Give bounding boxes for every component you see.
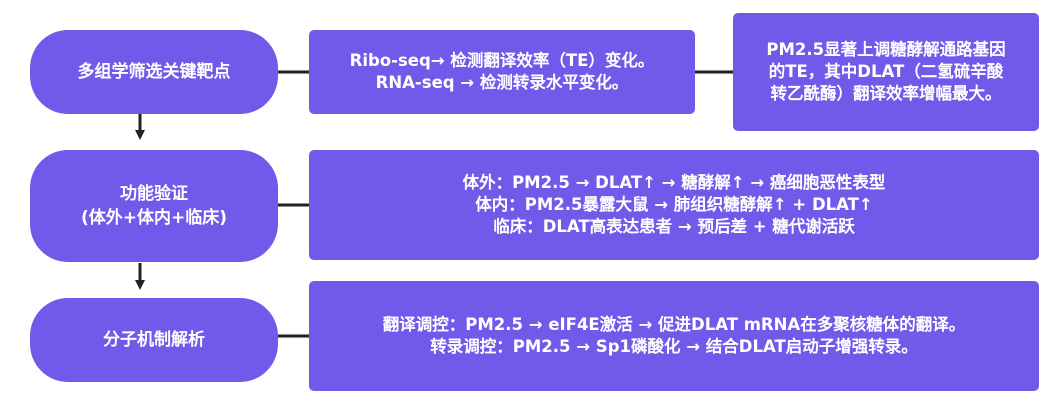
detail-line: RNA-seq → 检测转录水平变化。 [375, 73, 629, 92]
step-label-line: (体外+体内+临床) [80, 208, 228, 228]
detail-line: Ribo-seq→ 检测翻译效率（TE）变化。 [349, 51, 655, 70]
step-label-line: 功能验证 [120, 184, 188, 204]
step-multiomics-screening: 多组学筛选关键靶点 [30, 30, 278, 114]
step-label-line: 多组学筛选关键靶点 [77, 62, 231, 82]
step-functional-validation: 功能验证 (体外+体内+临床) [30, 150, 278, 262]
result-line: PM2.5显著上调糖酵解通路基因 [766, 40, 1006, 59]
detail-line: 体外：PM2.5 → DLAT↑ → 糖酵解↑ → 癌细胞恶性表型 [462, 173, 886, 192]
detail-line: 临床：DLAT高表达患者 → 预后差 + 糖代谢活跃 [493, 217, 855, 236]
result-line: 转乙酰酶）翻译效率增幅最大。 [770, 84, 1002, 103]
detail-regulation-mechanisms: 翻译调控：PM2.5 → eIF4E激活 → 促进DLAT mRNA在多聚核糖体… [309, 281, 1039, 391]
detail-validation-evidence: 体外：PM2.5 → DLAT↑ → 糖酵解↑ → 癌细胞恶性表型 体内：PM2… [309, 150, 1039, 260]
detail-line: 转录调控：PM2.5 → Sp1磷酸化 → 结合DLAT启动子增强转录。 [430, 337, 918, 356]
step-mechanism-analysis: 分子机制解析 [30, 298, 278, 382]
detail-omics-methods: Ribo-seq→ 检测翻译效率（TE）变化。 RNA-seq → 检测转录水平… [309, 30, 695, 114]
step-label-line: 分子机制解析 [103, 330, 205, 350]
result-dlat-translation: PM2.5显著上调糖酵解通路基因 的TE，其中DLAT（二氢硫辛酸 转乙酰酶）翻… [733, 13, 1039, 131]
detail-line: 翻译调控：PM2.5 → eIF4E激活 → 促进DLAT mRNA在多聚核糖体… [382, 315, 966, 334]
result-line: 的TE，其中DLAT（二氢硫辛酸 [768, 62, 1004, 81]
detail-line: 体内：PM2.5暴露大鼠 → 肺组织糖酵解↑ + DLAT↑ [475, 195, 873, 214]
